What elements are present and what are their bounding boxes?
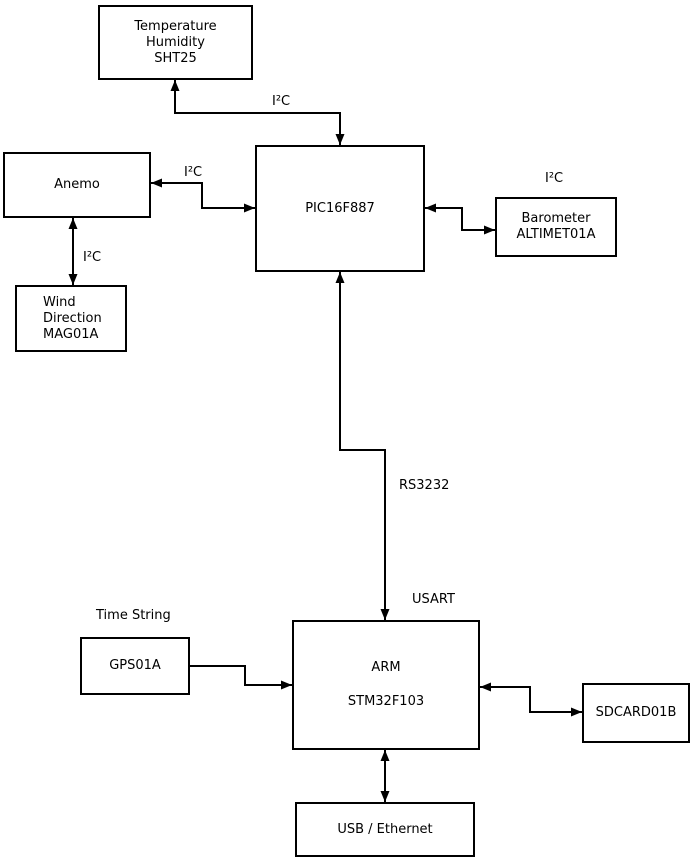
node-usb-ethernet: USB / Ethernet: [295, 802, 475, 857]
node-gps01a: GPS01A: [80, 637, 190, 695]
node-line: Anemo: [54, 177, 100, 192]
node-anemo: Anemo: [3, 152, 151, 218]
node-line: MAG01A: [43, 326, 99, 342]
edge-label-i2c-sht25: I²C: [272, 94, 291, 109]
node-line: PIC16F887: [305, 200, 375, 216]
edge-pic-anemo: [151, 178, 255, 213]
node-barometer-altimet01a: Barometer ALTIMET01A: [495, 197, 617, 257]
node-pic16f887: PIC16F887: [255, 145, 425, 272]
edge-pic-sht25: [170, 80, 345, 145]
node-arm-stm32f103: ARM STM32F103: [292, 620, 480, 750]
node-line: Barometer: [521, 211, 591, 226]
node-line: Direction: [43, 310, 102, 326]
node-sdcard01b: SDCARD01B: [582, 683, 690, 743]
node-line: SHT25: [154, 50, 197, 66]
edge-label-i2c-barometer: I²C: [545, 171, 564, 186]
edge-pic-arm: [335, 272, 390, 620]
node-line: SDCARD01B: [595, 705, 677, 720]
edge-label-i2c-wind: I²C: [83, 250, 102, 265]
node-line: ARM: [371, 660, 401, 675]
edge-pic-barometer: [425, 203, 495, 235]
node-line: STM32F103: [347, 694, 425, 709]
node-temperature-humidity-sht25: Temperature Humidity SHT25: [98, 5, 253, 80]
node-line: USB / Ethernet: [337, 821, 433, 837]
node-wind-direction-mag01a: Wind Direction MAG01A: [15, 285, 127, 352]
edge-label-usart: USART: [412, 592, 455, 607]
node-line: Temperature: [134, 18, 217, 34]
edge-label-rs3232: RS3232: [399, 478, 450, 493]
edge-gps-arm: [190, 665, 292, 690]
node-line: ALTIMET01A: [516, 227, 596, 242]
node-line: Wind: [43, 294, 76, 310]
edge-label-time-string: Time String: [96, 608, 171, 623]
edge-arm-sdcard: [480, 682, 582, 717]
node-line: GPS01A: [109, 658, 161, 673]
edge-label-i2c-anemo: I²C: [184, 165, 203, 180]
node-line: Humidity: [146, 34, 205, 50]
